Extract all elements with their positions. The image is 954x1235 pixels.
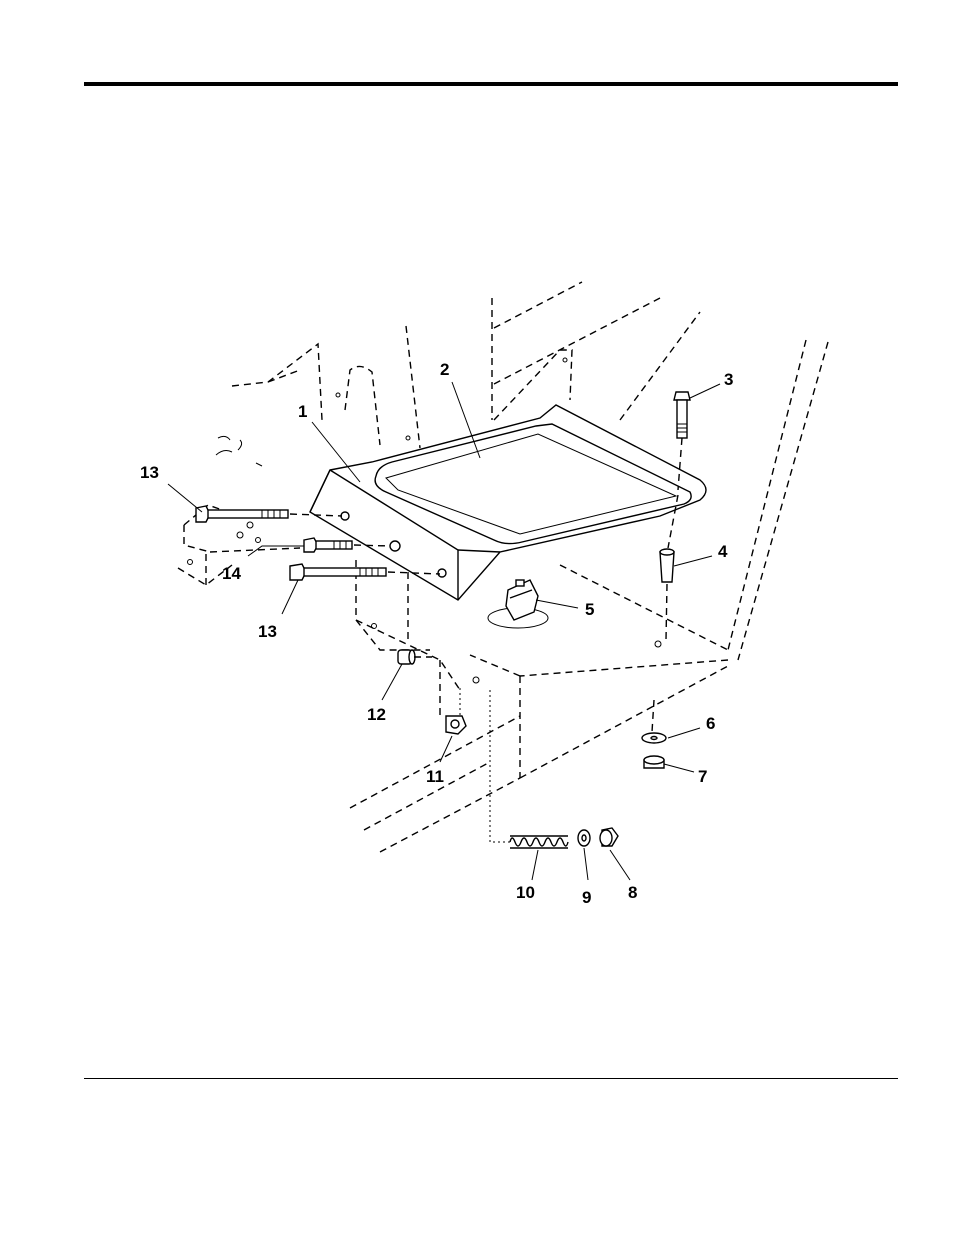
- callout-11: 11: [426, 767, 444, 786]
- callout-13-lower: 13: [258, 622, 277, 641]
- callout-7: 7: [698, 767, 707, 786]
- part-5-seat-switch: [488, 580, 548, 628]
- callout-13-upper: 13: [140, 463, 159, 482]
- part-10-spring: [460, 688, 568, 848]
- callout-5: 5: [585, 600, 594, 619]
- footer-rule: [84, 1078, 898, 1079]
- callout-labels: 1 2 3 4 5 6 7 8 9 10 11 12 13 13 14: [140, 360, 733, 907]
- part-7-nut: [644, 756, 664, 768]
- callout-8: 8: [628, 883, 637, 902]
- part-8-nut: [600, 828, 618, 846]
- callout-4: 4: [718, 542, 728, 561]
- callout-12: 12: [367, 705, 386, 724]
- callout-3: 3: [724, 370, 733, 389]
- callout-6: 6: [706, 714, 715, 733]
- part-6-washer: [642, 733, 666, 743]
- callout-9: 9: [582, 888, 591, 907]
- part-9-washer: [578, 830, 590, 846]
- part-4-spacer: [652, 549, 674, 732]
- callout-2: 2: [440, 360, 449, 379]
- frame-phantom-lines: [178, 282, 828, 852]
- callout-1: 1: [298, 402, 307, 421]
- part-11-nut: [446, 716, 466, 734]
- callout-14: 14: [222, 564, 241, 583]
- part-12-spacer: [398, 650, 432, 664]
- callout-10: 10: [516, 883, 535, 902]
